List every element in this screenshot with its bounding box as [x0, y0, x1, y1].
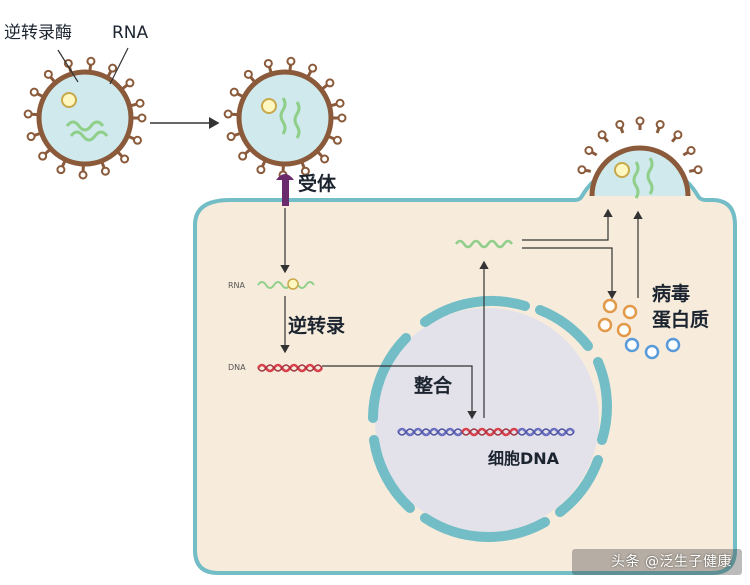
virus-spike-head — [265, 60, 272, 67]
virus-spike-head — [228, 133, 235, 140]
virus-spike-head — [57, 166, 64, 173]
virus-spike-head — [109, 65, 116, 72]
virus-spike-head — [585, 147, 592, 154]
virus-spike-head — [87, 58, 94, 65]
label-viral-protein-1: 病毒 — [652, 282, 690, 305]
virus-spike-head — [337, 100, 344, 107]
virus-spike-head — [225, 111, 232, 118]
virus-spike-head — [45, 71, 52, 78]
label-dna-small: DNA — [228, 363, 246, 372]
virus-spike-head — [688, 147, 695, 154]
virus-spike-head — [25, 111, 32, 118]
label-rna-small: RNA — [228, 281, 246, 290]
binding-virus — [225, 58, 346, 179]
virus-spike-head — [339, 115, 346, 122]
label-viral-protein-2: 蛋白质 — [652, 308, 709, 331]
label-receptor: 受体 — [298, 172, 337, 195]
virus-spike-head — [637, 118, 644, 125]
label-reverse-transcription: 逆转录 — [288, 314, 345, 337]
virus-spike-head — [616, 121, 623, 128]
virus-spike-head — [245, 71, 252, 78]
label-integration: 整合 — [414, 374, 453, 397]
virus-spike-head — [126, 79, 133, 86]
virus-spike-head — [578, 166, 585, 173]
virus-spike-head — [80, 171, 87, 178]
virus-spike-head — [257, 166, 264, 173]
virus-spike-head — [231, 89, 238, 96]
label-rna-top: RNA — [112, 23, 149, 43]
watermark: 头条 @泛生子健康 — [611, 551, 732, 571]
virus-spike-head — [28, 133, 35, 140]
label-reverse-transcriptase: 逆转录酶 — [4, 23, 72, 43]
virus-spike-head — [287, 58, 294, 65]
virus-spike-head — [39, 153, 46, 160]
virus-spike-head — [239, 153, 246, 160]
virus-spike-head — [599, 131, 606, 138]
virus-spike-head — [309, 65, 316, 72]
virus-spike-head — [674, 131, 681, 138]
virus-spike-head — [102, 168, 109, 175]
virus-spike-head — [137, 100, 144, 107]
virus-spike-head — [326, 79, 333, 86]
free-virus — [25, 58, 146, 179]
virus-spike-head — [695, 166, 702, 173]
budding-virus — [578, 118, 701, 199]
virus-spike-head — [321, 156, 328, 163]
virus-spike-head — [657, 121, 664, 128]
label-cell-dna: 细胞DNA — [488, 449, 560, 468]
virus-spike-head — [31, 89, 38, 96]
virus-spike-head — [139, 115, 146, 122]
virus-spike-head — [334, 137, 341, 144]
virus-spike-head — [121, 156, 128, 163]
virus-spike-head — [134, 137, 141, 144]
